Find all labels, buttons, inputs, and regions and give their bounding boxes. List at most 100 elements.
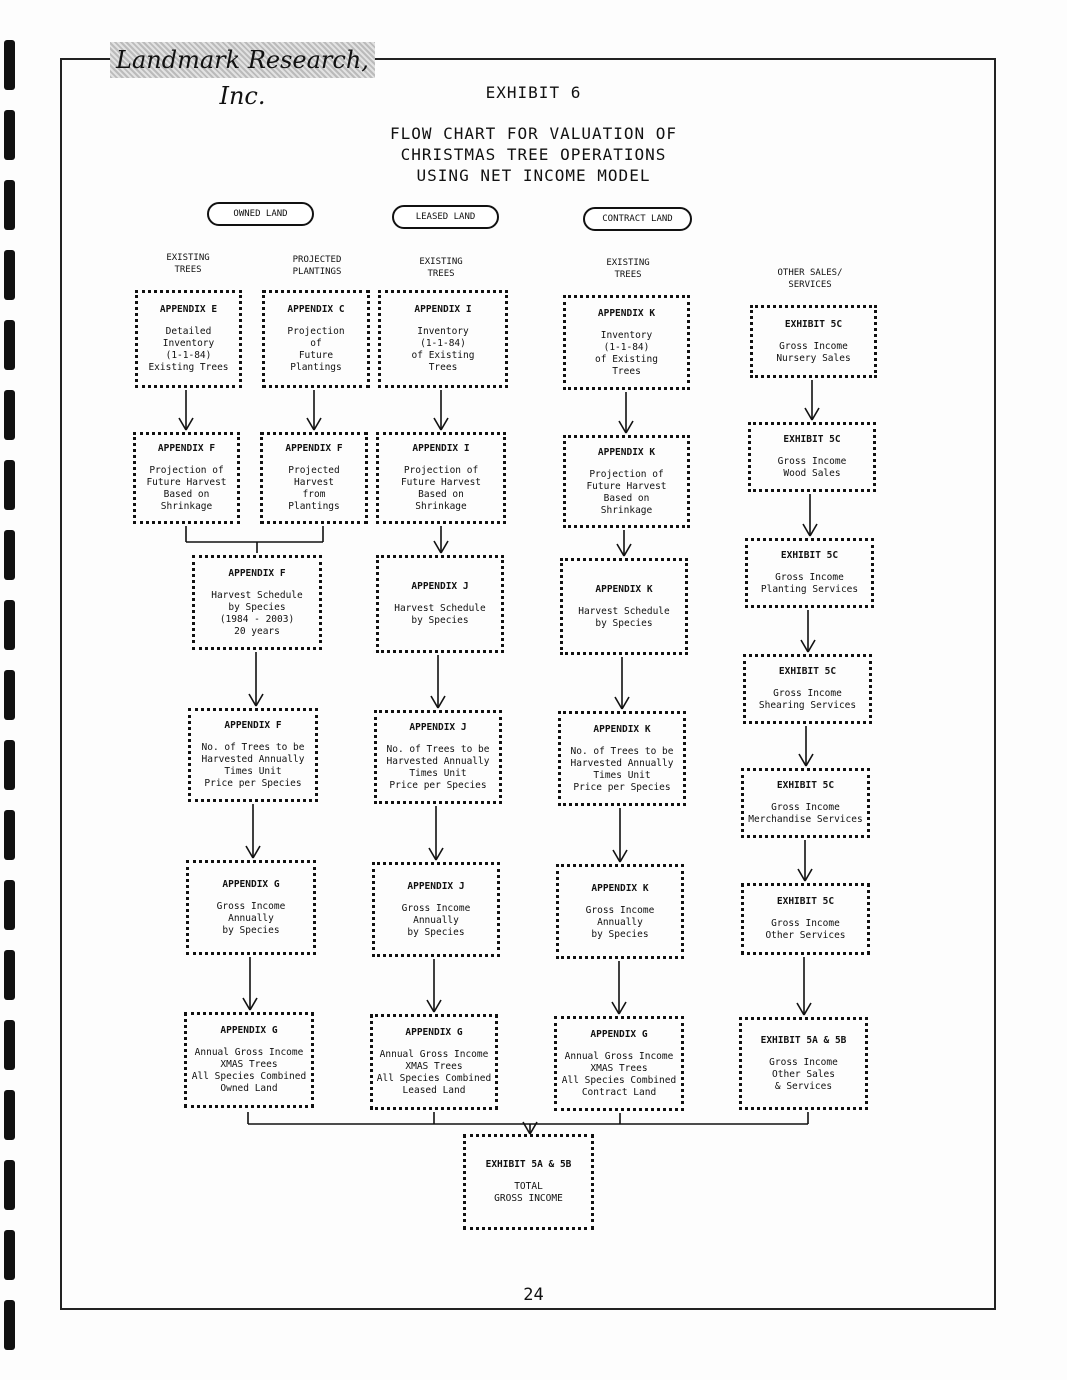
binder-hole — [4, 390, 15, 440]
chart-title-line-3: USING NET INCOME MODEL — [416, 166, 651, 185]
binder-hole — [4, 1300, 15, 1350]
flow-box-text: Harvest Schedule by Species — [578, 605, 670, 629]
arrow-head — [428, 847, 437, 861]
flow-box-heading: APPENDIX K — [593, 723, 651, 735]
flow-box-heading: APPENDIX F — [228, 567, 286, 579]
flow-box-heading: APPENDIX C — [287, 304, 345, 315]
arrow-head — [811, 407, 820, 421]
flow-box: APPENDIX E Detailed Inventory (1-1-84) Ex… — [135, 290, 242, 388]
arrow-head — [611, 1001, 620, 1015]
binder-hole — [4, 1230, 15, 1280]
flow-box: APPENDIX J Gross Income Annually by Speci… — [372, 862, 500, 957]
binder-hole — [4, 740, 15, 790]
flow-box-text: No. of Trees to be Harvested Annually Ti… — [201, 742, 305, 789]
flow-box-text: Gross Income Merchandise Services — [748, 802, 863, 825]
arrow-head — [804, 868, 813, 882]
company-logo: Landmark Research, Inc. — [110, 42, 375, 110]
flow-box-heading: EXHIBIT 5C — [778, 666, 837, 677]
flow-box-text: Gross Income Annually by Species — [401, 902, 471, 938]
flow-box-text: Harvest Schedule by Species — [394, 603, 486, 626]
flow-box-text: Gross Income Annually by Species — [585, 904, 655, 940]
arrow-head — [802, 523, 811, 537]
column-header-projected-plantings: PROJECTED PLANTINGS — [292, 255, 342, 277]
arrow-head — [430, 695, 439, 709]
flow-box-text: Projection of Future Harvest Based on Sh… — [146, 465, 227, 512]
flow-box-heading: EXHIBIT 5C — [780, 550, 839, 561]
leased-land-label: LEASED LAND — [392, 205, 499, 229]
arrow-head — [255, 693, 264, 707]
flow-box-heading: APPENDIX G — [590, 1028, 648, 1040]
arrow-head — [433, 417, 442, 431]
flow-box-text: Gross Income Other Sales & Services — [769, 1056, 838, 1092]
arrow-head — [440, 540, 449, 554]
arrow-head — [435, 847, 444, 861]
arrow-head — [625, 420, 634, 434]
binder-hole — [4, 460, 15, 510]
column-header-leased-existing: EXISTING TREES — [419, 257, 463, 279]
arrow-head — [618, 1001, 627, 1015]
flow-box-text: Detailed Inventory (1-1-84) Existing Tre… — [148, 326, 229, 373]
binder-hole — [4, 40, 15, 90]
arrow-head — [619, 849, 628, 863]
flow-box-text: Gross Income Planting Services — [760, 572, 859, 595]
flow-box-text: Annual Gross Income XMAS Trees All Speci… — [191, 1047, 307, 1094]
flow-box-heading: APPENDIX E — [159, 304, 218, 315]
flow-box-text: Projection of Future Harvest Based on Sh… — [400, 465, 482, 512]
flow-box-heading: EXHIBIT 5C — [783, 434, 841, 445]
flow-box-heading: EXHIBIT 5A & 5B — [485, 1159, 572, 1170]
flow-box: EXHIBIT 5C Gross Income Shearing Services — [743, 654, 872, 724]
column-header-other-sales: OTHER SALES/ SERVICES — [777, 268, 843, 290]
flow-box-text: Gross Income Shearing Services — [758, 688, 857, 711]
arrow-head — [433, 540, 442, 554]
binder-hole — [4, 1020, 15, 1070]
arrow-head — [618, 420, 627, 434]
arrow-head — [614, 696, 623, 710]
arrow-head — [245, 845, 254, 859]
chart-title-line-2: CHRISTMAS TREE OPERATIONS — [400, 145, 667, 164]
flow-box-heading: APPENDIX I — [414, 304, 472, 315]
arrow-head — [437, 695, 446, 709]
flow-box-text: Projection of Future Harvest Based on Sh… — [586, 468, 667, 516]
binder-hole — [4, 1160, 15, 1210]
flow-box-text: Harvest Schedule by Species (1984 - 2003… — [211, 589, 303, 637]
arrow-head — [803, 1002, 812, 1016]
flow-box-heading: APPENDIX K — [597, 446, 656, 458]
arrow-head — [249, 997, 258, 1011]
arrow-head — [621, 696, 630, 710]
arrow-head — [809, 523, 818, 537]
arrow-head — [797, 868, 806, 882]
arrow-head — [796, 1002, 805, 1016]
arrow-head — [616, 543, 625, 557]
column-header-owned-existing: EXISTING TREES — [166, 253, 210, 275]
binder-hole — [4, 880, 15, 930]
binder-hole — [4, 670, 15, 720]
flow-box-text: Inventory (1-1-84) of Existing Trees — [411, 326, 475, 373]
arrow-head — [426, 999, 435, 1013]
flow-box: APPENDIX K Projection of Future Harvest B… — [563, 435, 690, 528]
flow-box-heading: APPENDIX I — [412, 443, 470, 454]
arrow-head — [178, 417, 187, 431]
flow-box-heading: APPENDIX F — [285, 443, 343, 454]
arrow-head — [433, 999, 442, 1013]
arrow-head — [252, 845, 261, 859]
page-frame — [60, 58, 996, 1310]
page-number: 24 — [523, 1285, 544, 1305]
arrow-head — [612, 849, 621, 863]
flow-box-heading: APPENDIX J — [407, 880, 465, 892]
flow-box-text: Inventory (1-1-84) of Existing Trees — [595, 329, 658, 377]
column-header-contract-existing: EXISTING TREES — [606, 258, 650, 280]
owned-land-label: OWNED LAND — [207, 202, 314, 226]
arrow-head — [306, 417, 315, 431]
flow-box-heading: EXHIBIT 5C — [784, 318, 843, 330]
